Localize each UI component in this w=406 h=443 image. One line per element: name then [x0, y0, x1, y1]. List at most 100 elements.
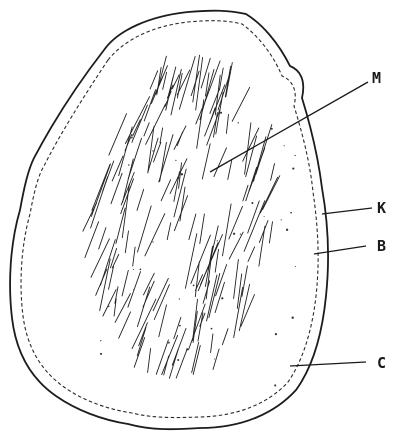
hatch-stroke — [125, 97, 149, 144]
hatch-stroke — [211, 334, 213, 353]
speck — [233, 233, 235, 235]
embryo-hatching — [83, 55, 280, 378]
speck — [286, 229, 288, 231]
speck — [186, 348, 188, 350]
hatch-stroke — [137, 189, 144, 210]
hatch-stroke — [109, 267, 114, 290]
hatch-stroke — [222, 329, 228, 345]
hatch-stroke — [100, 259, 111, 311]
speck — [133, 269, 134, 270]
leader-line-c — [290, 362, 366, 366]
speck — [211, 328, 213, 330]
hatch-stroke — [137, 287, 149, 327]
hatch-stroke — [225, 67, 230, 98]
speck — [214, 358, 215, 359]
hatch-stroke — [234, 259, 239, 298]
speck — [240, 233, 241, 234]
speck — [251, 202, 253, 204]
speck — [275, 333, 277, 335]
hatch-stroke — [138, 206, 152, 252]
label-b: B — [377, 237, 386, 255]
speck — [177, 177, 179, 179]
hatch-stroke — [145, 214, 165, 256]
hatch-stroke — [154, 142, 161, 162]
hatch-stroke — [112, 156, 123, 181]
hatch-stroke — [172, 328, 186, 365]
hatch-stroke — [243, 185, 248, 201]
hatch-stroke — [234, 288, 243, 338]
hatch-stroke — [160, 128, 163, 143]
hatch-stroke — [239, 284, 249, 330]
leader-line-b — [314, 246, 366, 254]
speck — [100, 340, 101, 341]
speck — [294, 155, 295, 156]
speck — [217, 240, 218, 241]
speck — [290, 212, 292, 214]
speck — [281, 219, 282, 220]
hatch-stroke — [200, 69, 214, 119]
hatch-stroke — [246, 167, 257, 201]
speck — [152, 150, 153, 151]
hatch-stroke — [193, 299, 198, 340]
speck — [179, 325, 181, 327]
speck — [100, 353, 102, 355]
leader-line-m — [210, 82, 368, 172]
speck — [177, 359, 179, 361]
speck — [128, 164, 129, 165]
hatch-stroke — [216, 265, 227, 296]
hatch-stroke — [226, 115, 228, 134]
hatch-stroke — [103, 290, 116, 316]
speck — [264, 216, 265, 217]
label-c: C — [377, 354, 386, 372]
hatch-stroke — [229, 232, 243, 259]
hatch-stroke — [166, 78, 173, 110]
speck — [238, 122, 239, 123]
speck — [292, 168, 294, 170]
hatch-stroke — [228, 161, 232, 180]
hatch-stroke — [137, 328, 146, 356]
speck — [292, 317, 294, 319]
hatch-stroke — [248, 247, 255, 262]
hatch-stroke — [144, 90, 155, 121]
speck — [193, 285, 195, 287]
hatch-stroke — [161, 180, 170, 201]
hatch-stroke — [119, 312, 131, 338]
hatch-stroke — [215, 75, 220, 115]
hatch-stroke — [223, 204, 232, 256]
hatch-stroke — [185, 234, 196, 289]
hatch-stroke — [109, 114, 127, 155]
label-m: M — [372, 69, 381, 87]
hatch-stroke — [144, 123, 149, 136]
hatch-stroke — [263, 176, 280, 210]
speck — [271, 128, 273, 130]
label-k: K — [377, 199, 386, 217]
hatch-stroke — [271, 164, 275, 181]
hatch-stroke — [203, 281, 210, 304]
speck — [108, 306, 109, 307]
speck — [221, 297, 223, 299]
hatch-stroke — [269, 222, 272, 243]
speck — [220, 112, 222, 114]
hatch-stroke — [242, 266, 247, 296]
hatch-stroke — [112, 255, 118, 268]
hatch-stroke — [214, 148, 227, 177]
hatch-stroke — [260, 177, 277, 213]
hatch-stroke — [215, 249, 218, 272]
speck — [284, 145, 285, 146]
hatch-stroke — [174, 126, 186, 149]
outer-contour — [10, 11, 328, 430]
hatch-stroke — [189, 304, 206, 349]
speck — [179, 298, 180, 299]
speck — [175, 160, 176, 161]
hatch-stroke — [244, 201, 265, 252]
hatch-stroke — [232, 87, 249, 121]
hatch-stroke — [196, 58, 203, 111]
speck — [168, 342, 170, 344]
speck — [274, 384, 276, 386]
hatch-stroke — [162, 335, 178, 374]
hatch-stroke — [122, 270, 128, 296]
hatch-stroke — [159, 305, 167, 337]
hatch-stroke — [226, 63, 232, 97]
hatch-stroke — [246, 136, 257, 177]
inner-dashed-contour — [21, 21, 318, 418]
